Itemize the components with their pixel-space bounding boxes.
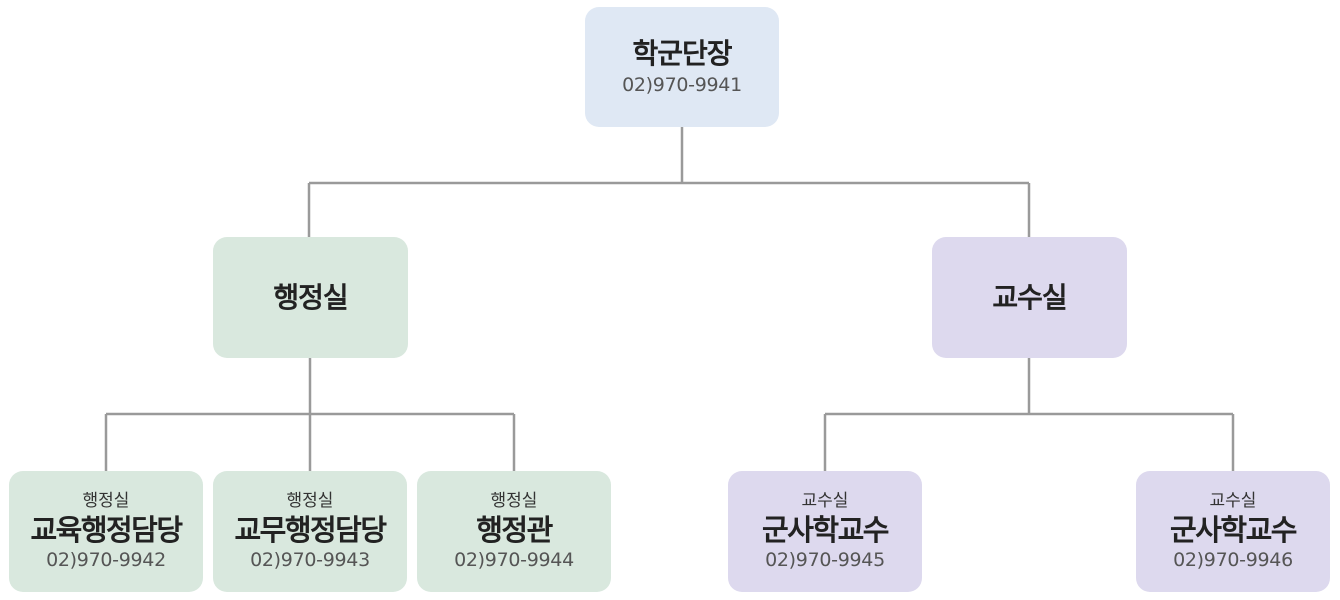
child-role: 군사학교수 bbox=[1170, 512, 1297, 547]
head-title: 학군단장 bbox=[632, 36, 732, 70]
child-phone: 02)970-9942 bbox=[46, 548, 166, 571]
child-dept: 교수실 bbox=[801, 490, 849, 511]
child-role: 교육행정담당 bbox=[30, 512, 183, 547]
child-dept: 행정실 bbox=[490, 490, 538, 511]
professor-child-node: 교수실 군사학교수 02)970-9945 bbox=[728, 471, 922, 592]
admin-child-node: 행정실 교무행정담당 02)970-9943 bbox=[213, 471, 407, 592]
admin-child-node: 행정실 행정관 02)970-9944 bbox=[417, 471, 611, 592]
child-phone: 02)970-9946 bbox=[1173, 548, 1293, 571]
child-phone: 02)970-9944 bbox=[454, 548, 574, 571]
child-dept: 행정실 bbox=[82, 490, 130, 511]
child-role: 행정관 bbox=[476, 512, 553, 547]
child-role: 교무행정담당 bbox=[234, 512, 387, 547]
child-role: 군사학교수 bbox=[762, 512, 889, 547]
professor-child-node: 교수실 군사학교수 02)970-9946 bbox=[1136, 471, 1330, 592]
head-phone: 02)970-9941 bbox=[622, 73, 742, 96]
admin-child-node: 행정실 교육행정담당 02)970-9942 bbox=[9, 471, 203, 592]
child-dept: 교수실 bbox=[1209, 490, 1257, 511]
admin-office-title: 행정실 bbox=[273, 281, 348, 314]
admin-office-node: 행정실 bbox=[213, 237, 408, 358]
child-dept: 행정실 bbox=[286, 490, 334, 511]
professor-office-node: 교수실 bbox=[932, 237, 1127, 358]
head-node: 학군단장 02)970-9941 bbox=[585, 7, 779, 127]
child-phone: 02)970-9945 bbox=[765, 548, 885, 571]
professor-office-title: 교수실 bbox=[992, 281, 1067, 314]
child-phone: 02)970-9943 bbox=[250, 548, 370, 571]
